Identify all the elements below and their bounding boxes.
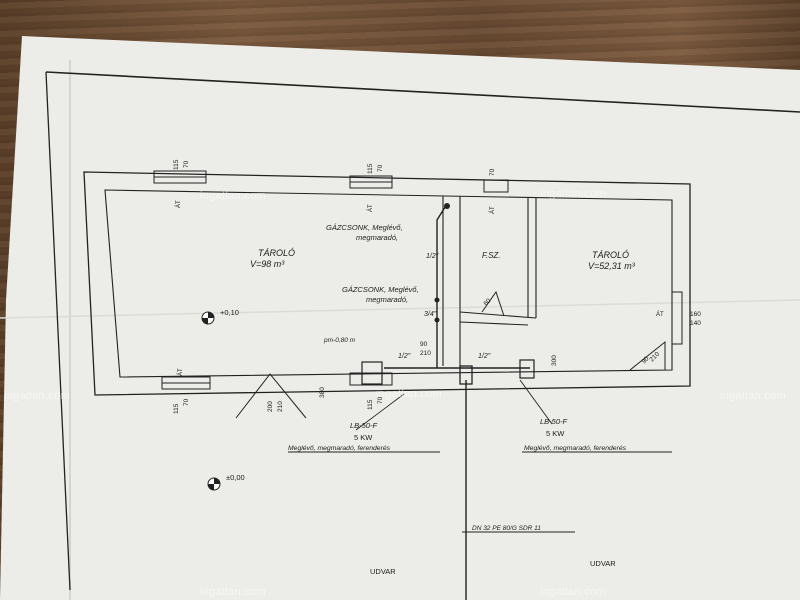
window-right [671,291,683,345]
dim-right-140: 140 [690,320,701,327]
building-inner-wall [104,189,673,378]
dim-300: 300 [551,355,558,366]
dim-win5-h: 115 [367,399,374,410]
yard-right: UDVAR [590,559,616,568]
pipe-size-2: 3/4" [424,311,437,318]
watermark-mid: ingatlan.com [376,388,442,400]
dim-win1-h: 115 [173,159,180,170]
paper-sheet [0,36,800,600]
watermark-top-right: ingatlan.com [540,188,606,200]
dim-win2-h: 115 [367,163,374,174]
level-000: ±0,00 [226,473,245,482]
note-right: Meglévő, megmaradó, ferenderés [524,445,627,452]
room-right-volume: V=52,31 m³ [588,261,636,271]
gas-note-2b: megmaradó, [366,295,408,304]
dim-win1-w: 70 [183,160,190,168]
level-m080: pm-0,80 m [323,337,356,344]
boiler-left [361,361,383,385]
sheet-border-left [45,71,71,591]
watermark-bottom-right: ingatlan.com [540,586,606,598]
note-left: Meglévő, megmaradó, ferenderés [288,445,391,452]
watermark-bottom: ingatlan.com [200,586,266,598]
dim-door-right-w: 90 [640,355,650,365]
dim-win3-at: ÁT [489,206,496,214]
boiler-right-type: LB-50-F [540,417,568,426]
dim-right-at: ÁT [656,311,664,318]
main-pipe-label: DN 32 PE 80/G SDR 11 [472,525,541,532]
watermark-right: ingatlan.com [720,390,786,402]
window-top-3 [483,179,509,193]
level-marker-icon [201,311,215,325]
gas-note-1a: GÁZCSONK, Meglévő, [326,223,403,232]
boiler-right [519,359,535,379]
dim-win1-at: ÁT [175,200,182,208]
gas-note-1b: megmaradó, [356,233,398,242]
room-left-name: TÁROLÓ [258,248,295,258]
room-right-name: TÁROLÓ [592,250,629,260]
dim-door-h: 200 [267,401,274,412]
dim-win2-w: 70 [377,164,384,172]
dim-win2-at: ÁT [367,204,374,212]
gas-note-2a: GÁZCSONK, Meglévő, [342,285,419,294]
door-swing-mid [481,290,505,317]
dim-win3-w: 70 [489,168,496,176]
dim-90: 90 [420,341,428,348]
boiler-left-type: LB-50-F [350,421,378,430]
level-010: +0,10 [220,308,239,317]
dim-win4-h: 115 [173,403,180,414]
pipe-size-4: 1/2" [478,353,491,360]
dim-mid-door: 60 [482,297,492,307]
watermark-left: ingatlan.com [4,390,70,402]
level-marker-ground-icon [207,477,221,491]
yard-left: UDVAR [370,567,396,576]
room-mid-name: F.SZ. [482,251,501,260]
dim-win4-w: 70 [183,398,190,406]
gas-meter [459,365,473,385]
door-swing-right [629,340,666,371]
dim-right-160: 160 [690,311,701,318]
watermark-top: ingatlan.com [200,190,266,202]
pipe-size-1: 1/2" [426,253,439,260]
sheet-border-top [45,71,800,113]
boiler-right-power: 5 KW [546,429,565,438]
door-swing-bottom [235,373,307,419]
dim-win5-w: 70 [377,396,384,404]
room-left-volume: V=98 m³ [250,259,285,269]
boiler-left-power: 5 KW [354,433,373,442]
dim-win4-at: ÁT [177,368,184,376]
pipe-size-3: 1/2" [398,353,411,360]
dim-210b: 210 [420,350,431,357]
dim-door-w: 210 [277,401,284,412]
dim-380: 380 [319,387,326,398]
window-bottom-2 [349,372,393,386]
